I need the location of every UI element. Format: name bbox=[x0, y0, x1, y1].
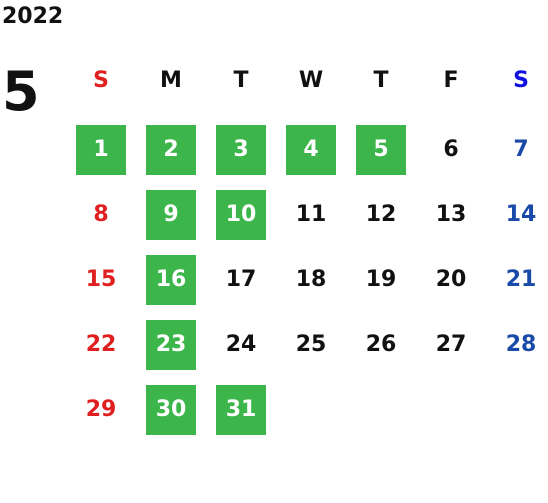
highlighted-day-cell: 1 bbox=[76, 125, 126, 175]
highlighted-day-cell: 30 bbox=[146, 385, 196, 435]
day-cell: 24 bbox=[225, 332, 257, 357]
day-cell: 29 bbox=[85, 397, 117, 422]
highlighted-day-cell: 2 bbox=[146, 125, 196, 175]
day-cell: 14 bbox=[505, 202, 537, 227]
day-cell: 12 bbox=[365, 202, 397, 227]
highlighted-day-cell: 3 bbox=[216, 125, 266, 175]
highlighted-day-cell: 4 bbox=[286, 125, 336, 175]
day-cell: 11 bbox=[295, 202, 327, 227]
highlighted-day-cell: 5 bbox=[356, 125, 406, 175]
highlighted-day-cell: 10 bbox=[216, 190, 266, 240]
day-cell: 19 bbox=[365, 267, 397, 292]
day-cell: 22 bbox=[85, 332, 117, 357]
highlighted-day-cell: 23 bbox=[146, 320, 196, 370]
day-cell: 26 bbox=[365, 332, 397, 357]
highlighted-day-cell: 31 bbox=[216, 385, 266, 435]
day-cell: 18 bbox=[295, 267, 327, 292]
month-number: 5 bbox=[2, 60, 40, 123]
weekday-header-saturday: S bbox=[513, 68, 529, 93]
day-cell: 21 bbox=[505, 267, 537, 292]
day-cell: 13 bbox=[435, 202, 467, 227]
weekday-header-friday: F bbox=[443, 68, 459, 93]
day-cell: 27 bbox=[435, 332, 467, 357]
weekday-header-thursday: T bbox=[373, 68, 389, 93]
weekday-header-monday: M bbox=[160, 68, 182, 93]
day-cell: 20 bbox=[435, 267, 467, 292]
day-cell: 25 bbox=[295, 332, 327, 357]
day-cell: 6 bbox=[443, 137, 459, 162]
highlighted-day-cell: 16 bbox=[146, 255, 196, 305]
day-cell: 15 bbox=[85, 267, 117, 292]
weekday-header-sunday: S bbox=[93, 68, 109, 93]
weekday-header-tuesday: T bbox=[233, 68, 249, 93]
day-cell: 28 bbox=[505, 332, 537, 357]
day-cell: 7 bbox=[513, 137, 529, 162]
year-label: 2022 bbox=[2, 4, 64, 29]
weekday-header-wednesday: W bbox=[298, 68, 324, 93]
day-cell: 8 bbox=[93, 202, 109, 227]
day-cell: 17 bbox=[225, 267, 257, 292]
highlighted-day-cell: 9 bbox=[146, 190, 196, 240]
